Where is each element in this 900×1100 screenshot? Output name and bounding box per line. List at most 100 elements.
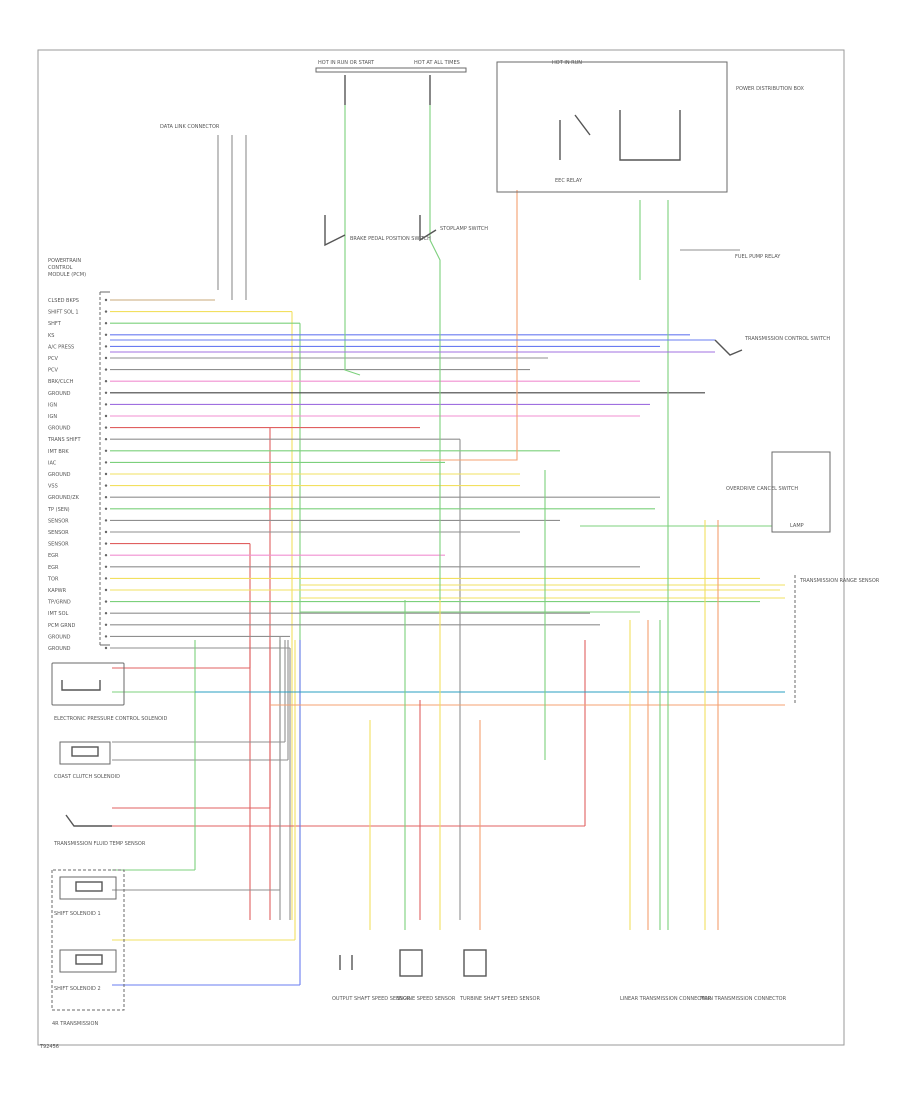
lamp-label: LAMP: [790, 523, 804, 529]
pcm-pin-label: BRK/CLCH: [48, 379, 74, 385]
pcm-pin: [104, 588, 108, 592]
od-switch-box: [771, 451, 831, 533]
pcm-pin-label: A/C PRESS: [48, 344, 74, 350]
pcm-pin-label: EGR: [48, 565, 59, 571]
pcm-pin-label: GROUND: [48, 646, 71, 652]
pcm-pin: [104, 542, 108, 545]
od-cancel-label: OVERDRIVE CANCEL SWITCH: [726, 486, 798, 492]
epc-solenoid-box: [51, 662, 125, 706]
pcm-pin: [104, 298, 108, 302]
pcm-pin-label: IAC: [48, 460, 57, 466]
ss1-label: SHIFT SOLENOID 1: [54, 911, 101, 917]
pcm-pin-label: TP (SEN): [47, 507, 70, 513]
dlc-label: DATA LINK CONNECTOR: [160, 124, 220, 130]
pcm-pin-label: EGR: [48, 553, 59, 559]
pcm-pin-label: SENSOR: [48, 518, 69, 524]
pcm-pin: [104, 310, 108, 313]
bottom-connectors: OUTPUT SHAFT SPEED SENSOR ENGINE SPEED S…: [332, 949, 787, 1002]
coast-clutch-label: COAST CLUTCH SOLENOID: [54, 774, 120, 780]
pcm-pin: [104, 484, 108, 487]
pcm-pin-label: SHIFT SOL 1: [48, 310, 79, 316]
pcm-pin-label: SHFT: [48, 321, 62, 327]
pcm-pin: [104, 461, 108, 464]
pcm-pin-list: CLSED BKPS SHIFT SOL 1 SHFT KS A/C PRESS PCV P…: [47, 298, 108, 652]
pcm-pin-label: KS: [48, 333, 54, 339]
main-connector-label: MAIN TRANSMISSION CONNECTOR: [700, 996, 787, 1002]
linear-connector-label: LINEAR TRANSMISSION CONNECTOR: [620, 996, 712, 1002]
eec-relay-label: EEC RELAY: [555, 178, 583, 184]
pcm-title-line3: MODULE (PCM): [48, 272, 86, 278]
pcm-pin-label: GROUND: [48, 391, 71, 397]
pcm-pin: [104, 519, 108, 522]
ess-sensor-label: ENGINE SPEED SENSOR: [396, 996, 456, 1002]
pcm-pin: [104, 438, 108, 441]
pcm-pin: [104, 600, 108, 603]
pcm-title-line2: CONTROL: [48, 265, 73, 271]
hot-all-times-label: HOT AT ALL TIMES: [414, 60, 460, 66]
oss-sensor-label: OUTPUT SHAFT SPEED SENSOR: [332, 996, 411, 1002]
pcm-pin: [104, 565, 108, 568]
power-distribution-box: HOT IN RUN POWER DISTRIBUTION BOX EEC RE…: [496, 60, 804, 260]
pcm-pin: [104, 322, 108, 325]
feed-wire: [344, 105, 361, 376]
pcm-pin: [104, 380, 108, 383]
pcm-pin: [104, 507, 108, 510]
trans-control-switch-label: TRANSMISSION CONTROL SWITCH: [744, 336, 830, 342]
pcm-pin: [104, 635, 108, 638]
pcm-pin: [104, 646, 108, 650]
pcm-pin-label: GROUND/ZK: [48, 495, 80, 501]
pcm-pin: [104, 426, 108, 429]
pcm-pin: [104, 472, 108, 476]
trs-label: TRANSMISSION RANGE SENSOR: [799, 578, 880, 584]
footer-id: T92456: [39, 1044, 59, 1050]
hot-run-start-label: HOT IN RUN OR START: [318, 60, 375, 66]
pcm-pin: [104, 449, 108, 452]
pcm-pin: [104, 414, 108, 418]
diagram-frame: [37, 49, 845, 1046]
wire-layer: [110, 105, 785, 986]
fuse-area: HOT IN RUN OR START HOT AT ALL TIMES DAT…: [160, 60, 488, 300]
pcm-pin: [104, 403, 108, 406]
pcm-pin: [104, 356, 108, 360]
pdb-outline: [496, 61, 728, 193]
hot-in-run-label: HOT IN RUN: [552, 60, 582, 66]
ss2-label: SHIFT SOLENOID 2: [54, 986, 101, 992]
pcm-pin: [104, 577, 108, 580]
ss2-box: [59, 949, 117, 973]
feed-wire: [429, 105, 441, 600]
pcm-pin: [104, 612, 108, 615]
pcm-pin: [104, 554, 108, 557]
pcm-pin-label: PCV: [48, 368, 59, 374]
transmission-components: ELECTRONIC PRESSURE CONTROL SOLENOID COA…: [51, 662, 167, 1027]
pcm-pin-label: SENSOR: [48, 542, 69, 548]
pcm-pin-label: VSS: [48, 484, 58, 490]
right-switches: TRANSMISSION CONTROL SWITCH OVERDRIVE CA…: [714, 336, 880, 705]
pcm-pin-label: TOR: [47, 576, 59, 582]
pcm-pin: [104, 530, 108, 534]
fuel-pump-relay-label: FUEL PUMP RELAY: [735, 254, 781, 260]
tss-sensor-label: TURBINE SHAFT SPEED SENSOR: [459, 996, 540, 1002]
pcm-pin-label: CLSED BKPS: [48, 298, 79, 304]
pcm-pin-label: KAPWR: [48, 588, 67, 594]
bpp-switch-label: BRAKE PEDAL POSITION SWITCH: [350, 236, 431, 242]
pcm-pin: [104, 623, 108, 626]
stoplamp-switch-label: STOPLAMP SWITCH: [440, 226, 488, 232]
pcm-module: POWERTRAIN CONTROL MODULE (PCM) CLSED BK…: [47, 258, 110, 652]
tft-sensor-label: TRANSMISSION FLUID TEMP SENSOR: [53, 841, 146, 847]
ss1-box: [59, 876, 117, 900]
feed-wire: [420, 190, 518, 461]
pcm-pin-label: IMT SOL: [48, 611, 69, 617]
pcm-pin-label: TRANS SHIFT: [47, 437, 81, 443]
pcm-pin-label: IMT BRK: [48, 449, 69, 455]
pcm-pin-label: GROUND: [48, 426, 71, 432]
epc-solenoid-label: ELECTRONIC PRESSURE CONTROL SOLENOID: [54, 716, 167, 722]
pcm-pin-label: PCV: [48, 356, 59, 362]
pcm-pin-label: GROUND: [48, 634, 71, 640]
transmission-label: 4R TRANSMISSION: [52, 1021, 98, 1027]
pcm-pin-label: TP/GRND: [47, 600, 71, 606]
pcm-pin-label: IGN: [48, 414, 57, 420]
pcm-pin: [104, 496, 108, 499]
pcm-pin: [104, 345, 108, 348]
pdb-label: POWER DISTRIBUTION BOX: [736, 86, 804, 92]
